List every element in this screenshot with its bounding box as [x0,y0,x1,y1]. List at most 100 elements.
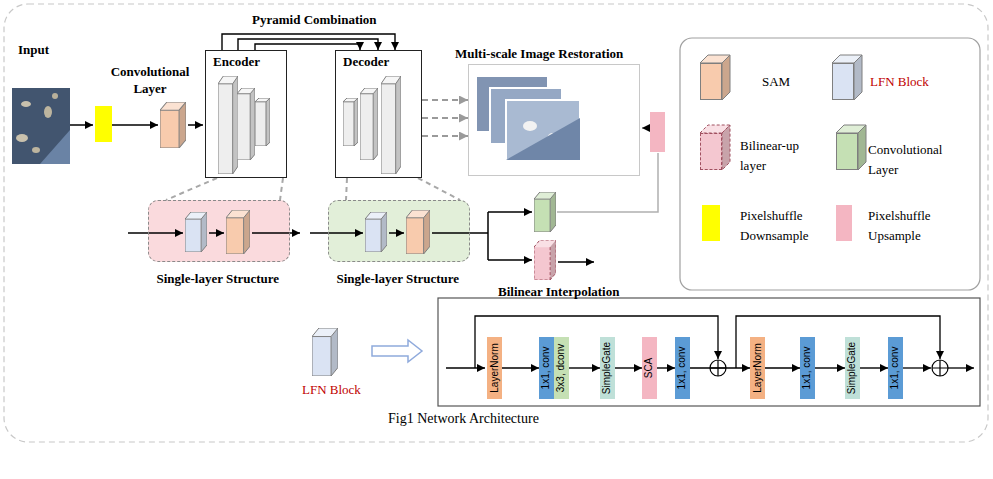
block-label: 1x1, conv [803,347,813,390]
bilinear-up-block [534,240,556,280]
operation-block: SCA [642,337,657,399]
part-label: Pyramid Combination [252,12,377,27]
pixelshuffle-upsample [650,112,665,152]
box-title: Multi-scale Image Restoration [455,46,623,62]
detail-box [438,298,980,406]
connector [238,39,378,50]
legend-swatch [832,63,854,100]
part-label: Bilinear Interpolation [498,284,619,299]
part-label: LFN Block [302,382,361,397]
sam-block [406,210,430,254]
icon-shade [722,125,730,170]
box-title: Single-layer Structure [157,271,280,287]
legend-holder: Bilinear-up layer [740,136,812,175]
connector [569,367,600,368]
block-label: LayerNorm [753,343,763,392]
label-holder: Convolutional Layer [98,64,202,98]
icon-face [722,125,730,170]
pixelshuffle-downsample [95,106,112,142]
connector [815,367,845,368]
operation-block: 3x3, dconv [554,337,569,399]
connector [346,178,347,200]
label-holder: Bilinear Interpolation [498,284,619,301]
input-image [12,88,70,164]
label-holder: LFN Block [302,382,361,399]
connector [422,135,468,137]
icon-face [854,55,862,100]
lfn-block [365,212,387,252]
legend-holder: SAM [762,72,790,92]
connector [422,99,468,101]
legend-box [680,38,980,290]
block-label: SCA [645,358,655,379]
encoder-blocks [218,76,270,174]
legend-text: Pixelshuffle Downsample [740,208,809,243]
legend-holder: LFN Block [870,72,929,92]
connector [418,178,460,200]
operation-block: SimpleGate [845,337,860,399]
operation-block: LayerNorm [750,337,765,399]
connector [222,34,395,50]
part-label: Convolutional Layer [111,64,190,96]
label-holder: Pyramid Combination [252,12,377,29]
connector [690,367,750,368]
figure-caption: Fig1 Network Architecture [388,411,539,426]
upsample-arrow [642,127,650,129]
connector [615,367,642,368]
sam-block [226,210,250,254]
operation-block: SimpleGate [600,337,615,399]
connector [166,178,217,200]
decoder-layer-ground [328,200,470,262]
label-holder: Input [18,42,49,59]
box-title: Encoder [206,51,286,70]
legend-swatch [702,205,720,241]
icon-face [858,125,866,170]
operation-block: 1x1, conv [800,337,815,399]
restoration-box: Multi-scale Image Restoration [468,64,640,176]
encoder-box: Encoder [205,50,287,178]
operation-block: 1x1, conv [675,337,690,399]
legend-text: Bilinear-up layer [740,138,799,173]
block-label: SimpleGate [848,342,858,394]
sam-block [160,102,186,148]
block-label: 1x1, conv [891,347,901,390]
legend-holder: Pixelshuffle Downsample [740,206,832,245]
decoder-box: Decoder [335,50,422,178]
operation-block: 1x1, conv [888,337,903,399]
icon-shade [722,55,730,100]
legend-text: Pixelshuffle Upsample [868,208,931,243]
decoder-blocks [343,76,401,174]
box-title: Decoder [336,51,421,70]
icon-shade [854,55,862,100]
connector [280,178,283,200]
conv-block [534,192,556,232]
lfn-block [312,328,338,376]
block-label: 1x1, conv [678,347,688,390]
legend-text: LFN Block [870,74,929,89]
hollow-arrow [372,340,422,362]
conv-to-upsample-line [557,153,658,212]
legend-swatch [836,133,858,170]
figure-border [4,4,988,442]
block-label: SimpleGate [603,342,613,394]
connector [657,367,675,368]
legend-icon-faces [832,55,862,100]
connector [502,367,539,368]
connector [765,367,800,368]
block-label: LayerNorm [490,343,500,392]
block-label: 3x3, dconv [557,344,567,392]
icon-face [722,55,730,100]
encoder-layer-ground [148,200,290,262]
connector [422,117,468,119]
legend-holder: Pixelshuffle Upsample [868,206,960,245]
operation-block: 1x1, conv [539,337,554,399]
caption-holder: Fig1 Network Architecture [388,410,539,428]
layer-box: Single-layer Structure [148,200,290,262]
block-label: 1x1, conv [542,347,552,390]
layer-flow [128,212,594,262]
legend-icon-faces [700,55,730,100]
legend-text: SAM [762,74,790,89]
legend-swatch [836,205,852,241]
operation-block: LayerNorm [487,337,502,399]
